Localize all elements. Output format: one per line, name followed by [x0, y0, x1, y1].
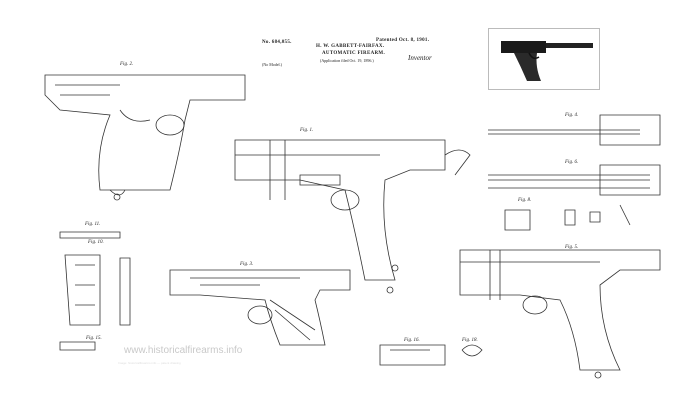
small-parts-drawings: [59, 204, 631, 366]
application-date: (Application filed Oct. 19, 1896.): [320, 58, 374, 63]
fig2-pistol-drawing: [44, 74, 246, 201]
pistol-photo-image: [501, 41, 593, 81]
inventor-name: H. W. GABBETT-FAIRFAX.: [316, 44, 385, 49]
fig1-pistol-drawing: [234, 139, 471, 294]
fig4-barrel-drawings: [488, 114, 661, 196]
pistol-photo: [488, 28, 600, 90]
fig-label: Fig. 11.: [85, 222, 101, 227]
watermark-site: www.historicalfirearms.info: [124, 345, 243, 356]
fig-label: Fig. 8.: [518, 198, 532, 203]
fig-label: Fig. 6.: [565, 160, 579, 165]
signature: Inventor: [408, 54, 432, 62]
fig-label: Fig. 4.: [565, 113, 579, 118]
patent-title: AUTOMATIC FIREARM.: [322, 51, 385, 56]
fig-label: Fig. 1.: [300, 128, 314, 133]
fig5-pistol-drawing: [459, 249, 661, 379]
fig3-pistol-drawing: [169, 269, 351, 346]
fig-label: Fig. 3.: [240, 262, 254, 267]
watermark-credit: Image: historicalfirearms.info — patent …: [118, 361, 181, 365]
fig-label: Fig. 18.: [462, 338, 478, 343]
fig-label: Fig. 16.: [404, 338, 420, 343]
model-note: (No Model.): [262, 62, 282, 67]
fig-label: Fig. 10.: [88, 240, 104, 245]
patent-number: No. 684,055.: [262, 40, 292, 45]
patented-date: Patented Oct. 8, 1901.: [376, 38, 430, 43]
fig-label: Fig. 2.: [120, 62, 134, 67]
fig-label: Fig. 15.: [86, 336, 102, 341]
fig-label: Fig. 5.: [565, 245, 579, 250]
